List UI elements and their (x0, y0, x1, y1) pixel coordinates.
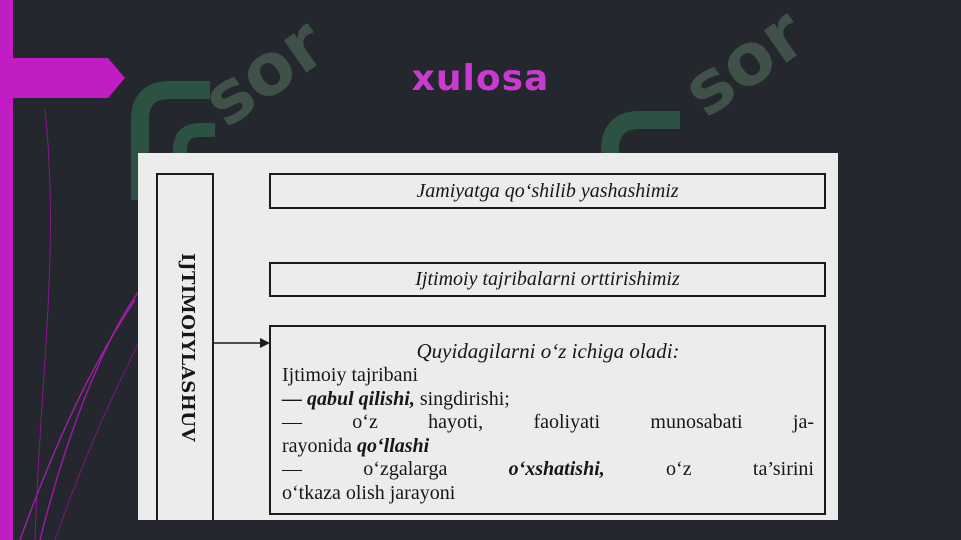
bold-term: qo‘llashi (356, 434, 430, 457)
left-accent-bar (0, 0, 13, 540)
box3-heading: Quyidagilarni o‘z ichiga oladi: (416, 339, 680, 363)
box3-line: — o‘zgalarga o‘xshatishi, o‘z ta’sirini (282, 458, 814, 480)
bold-term: — qabul qilishi, (282, 387, 415, 410)
accent-arrow-shape (0, 58, 125, 98)
vertical-label-box: IJTIMOIYLASHUV (156, 173, 214, 520)
box3-line: rayonida qo‘llashi (282, 434, 430, 457)
box3-line: Ijtimoiy tajribani (282, 364, 419, 386)
arrow-right-icon (214, 338, 270, 348)
diagram-box-3: Quyidagilarni o‘z ichiga oladi: Ijtimoiy… (269, 325, 826, 515)
watermark-logo (131, 81, 215, 200)
vertical-label: IJTIMOIYLASHUV (176, 253, 198, 442)
diagram-panel: IJTIMOIYLASHUV Jamiyatga qo‘shilib yasha… (138, 153, 838, 520)
bold-term: o‘xshatishi, (508, 458, 605, 480)
diagram-box-1: Jamiyatga qo‘shilib yashashimiz (269, 173, 826, 209)
box3-line: o‘tkaza olish jarayoni (282, 481, 456, 504)
diagram-box-2: Ijtimoiy tajribalarni orttirishimiz (269, 262, 826, 297)
box3-line: — qabul qilishi, singdirishi; (282, 387, 510, 410)
box3-line: — o‘z hayoti, faoliyati munosabati ja- (282, 411, 814, 433)
slide-title: xulosa (411, 58, 550, 99)
